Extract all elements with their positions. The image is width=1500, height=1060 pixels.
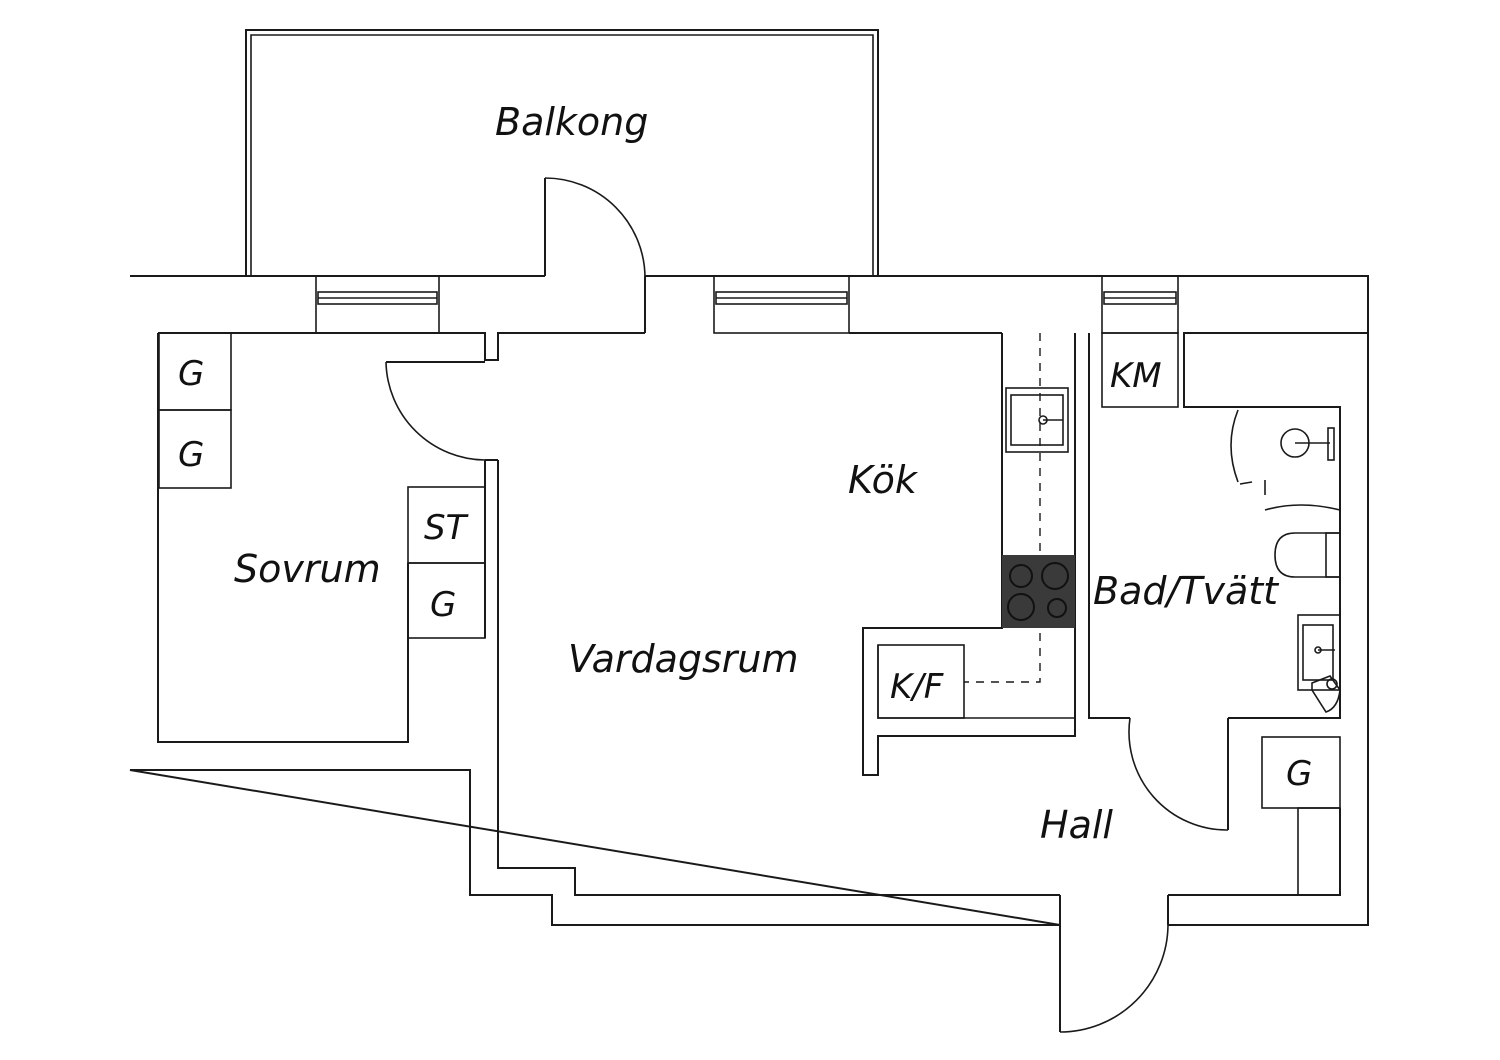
hall-wardrobe xyxy=(1261,736,1341,896)
window-sovrum xyxy=(315,275,440,334)
window-bad xyxy=(1101,275,1179,334)
label-garderob-2: G xyxy=(178,435,204,475)
balcony-door xyxy=(544,177,646,333)
label-sovrum: Sovrum xyxy=(234,547,381,591)
sovrum-door xyxy=(385,361,486,461)
label-kyl-frys: K/F xyxy=(890,667,944,707)
label-hall: Hall xyxy=(1040,803,1113,847)
toilet xyxy=(1274,532,1341,578)
bathroom-door xyxy=(1128,717,1229,831)
label-garderob-1: G xyxy=(178,354,204,394)
label-bad: Bad/Tvätt xyxy=(1093,569,1280,613)
label-kok: Kök xyxy=(848,458,919,502)
label-stadskap: ST xyxy=(424,508,469,548)
label-garderob-3: G xyxy=(430,585,456,625)
label-tvattmaskin: KM xyxy=(1110,356,1162,396)
stove xyxy=(1002,555,1075,628)
kitchen-counter xyxy=(862,333,1076,776)
window-vardagsrum xyxy=(713,275,850,334)
balcony xyxy=(245,29,879,276)
washbasin xyxy=(1297,614,1341,713)
entrance-door xyxy=(1059,895,1169,1033)
shower xyxy=(1230,409,1341,511)
label-garderob-hall: G xyxy=(1286,754,1312,794)
bathroom-walls xyxy=(1088,332,1368,719)
sovrum-wardrobes xyxy=(158,332,486,639)
label-balkong: Balkong xyxy=(495,100,648,144)
label-vardagsrum: Vardagsrum xyxy=(568,637,799,681)
